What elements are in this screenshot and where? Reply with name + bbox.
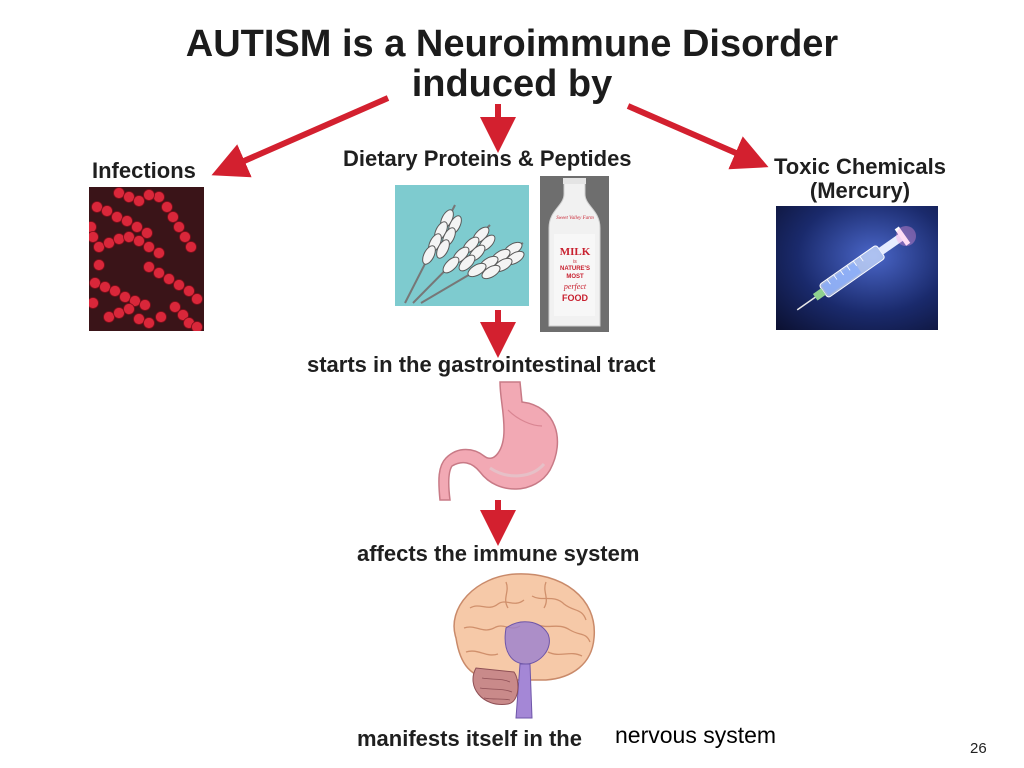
bacterium-cell bbox=[173, 221, 185, 233]
bacterium-cell bbox=[93, 241, 105, 253]
bacterium-cell bbox=[133, 235, 145, 247]
bacterium-cell bbox=[169, 301, 181, 313]
immune-system-label: affects the immune system bbox=[357, 541, 640, 566]
bacterium-cell bbox=[129, 295, 141, 307]
bacterium-cell bbox=[113, 233, 125, 245]
dietary-label: Dietary Proteins & Peptides bbox=[343, 146, 632, 171]
bacterium-cell bbox=[123, 231, 135, 243]
gi-tract-label: starts in the gastrointestinal tract bbox=[307, 352, 656, 377]
bacterium-cell bbox=[153, 247, 165, 259]
bacterium-cell bbox=[143, 317, 155, 329]
brain-image bbox=[436, 568, 602, 728]
bacterium-cell bbox=[141, 227, 153, 239]
bacterium-cell bbox=[191, 321, 203, 331]
bacterium-cell bbox=[111, 211, 123, 223]
milk-is: is bbox=[573, 259, 577, 265]
arrow-to-infections bbox=[211, 95, 390, 178]
slide-title-line2: induced by bbox=[411, 63, 613, 105]
milk-word: MILK bbox=[559, 246, 591, 258]
milk-perfect: perfect bbox=[563, 282, 587, 291]
bacterium-cell bbox=[131, 221, 143, 233]
bacterium-cell bbox=[103, 311, 115, 323]
bacterium-cell bbox=[123, 191, 135, 203]
bacterium-cell bbox=[121, 215, 133, 227]
milk-most: MOST bbox=[566, 274, 584, 280]
toxic-label-line1: Toxic Chemicals bbox=[774, 154, 946, 179]
bacterium-cell bbox=[163, 273, 175, 285]
bacterium-cell bbox=[155, 311, 167, 323]
syringe-image bbox=[776, 206, 938, 330]
bacterium-cell bbox=[153, 267, 165, 279]
bacterium-cell bbox=[139, 299, 151, 311]
bacterium-cell bbox=[179, 231, 191, 243]
bacterium-cell bbox=[143, 189, 155, 201]
milk-natures: NATURE'S bbox=[560, 266, 590, 272]
wheat-image bbox=[395, 185, 529, 306]
slide-title-line1: AUTISM is a Neuroimmune Disorder bbox=[185, 23, 839, 65]
bacterium-cell bbox=[143, 241, 155, 253]
bacterium-cell bbox=[133, 313, 145, 325]
bacterium-cell bbox=[93, 259, 105, 271]
toxic-label-line2: (Mercury) bbox=[809, 178, 911, 203]
bacterium-cell bbox=[143, 261, 155, 273]
nervous-system-suffix: nervous system bbox=[615, 722, 777, 748]
bacterium-cell bbox=[177, 309, 189, 321]
bacterium-cell bbox=[123, 303, 135, 315]
nervous-system-prefix: manifests itself in the bbox=[357, 726, 582, 751]
bacterium-cell bbox=[133, 195, 145, 207]
bacteria-image bbox=[89, 187, 204, 331]
milk-bottle-image: Sweet Valley Farm MILK is NATURE'S MOST … bbox=[540, 176, 609, 332]
bacterium-cell bbox=[109, 285, 121, 297]
milk-brand-text: Sweet Valley Farm bbox=[556, 216, 594, 221]
bacterium-cell bbox=[101, 205, 113, 217]
bacterium-cell bbox=[99, 281, 111, 293]
bacterium-cell bbox=[153, 191, 165, 203]
bacterium-cell bbox=[89, 277, 101, 289]
bacterium-cell bbox=[119, 291, 131, 303]
arrow-to-toxic bbox=[626, 103, 769, 170]
bacterium-cell bbox=[167, 211, 179, 223]
milk-food: FOOD bbox=[562, 293, 588, 303]
bacterium-cell bbox=[161, 201, 173, 213]
bacterium-cell bbox=[191, 293, 203, 305]
bacterium-cell bbox=[103, 237, 115, 249]
bacterium-cell bbox=[113, 187, 125, 199]
bacterium-cell bbox=[89, 221, 97, 233]
bacterium-cell bbox=[113, 307, 125, 319]
bacterium-cell bbox=[91, 201, 103, 213]
bacterium-cell bbox=[89, 231, 99, 243]
bacterium-cell bbox=[183, 285, 195, 297]
bacterium-cell bbox=[173, 279, 185, 291]
slide-number: 26 bbox=[970, 740, 987, 757]
stomach-image bbox=[438, 380, 573, 502]
infections-label: Infections bbox=[92, 158, 196, 183]
bacterium-cell bbox=[89, 297, 99, 309]
bacterium-cell bbox=[185, 241, 197, 253]
